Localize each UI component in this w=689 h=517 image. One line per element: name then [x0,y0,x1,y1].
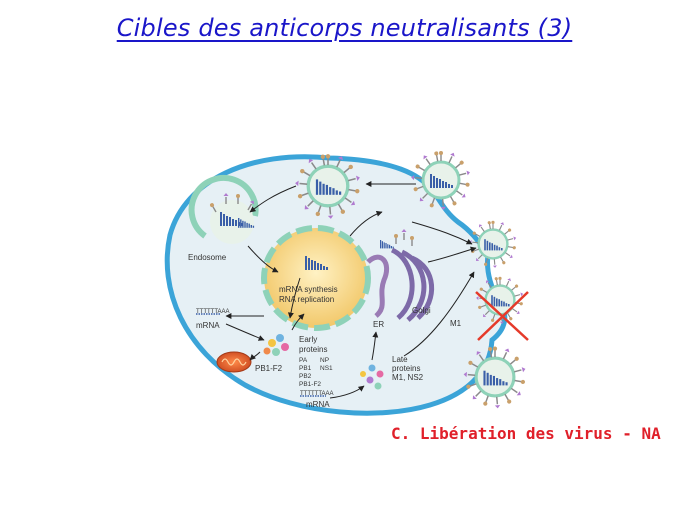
mrna-aaa-label-bottom: TTTTTTAAA [300,391,334,397]
nucleus [261,225,371,331]
nucleus-label-line1: mRNA synthesis [279,285,338,294]
mitochondrion-label: PB1-F2 [255,364,283,373]
endosome-label: Endosome [188,253,227,262]
er-label: ER [373,320,384,329]
mrna-label-left: mRNA [196,321,220,330]
protein-pb2: PB2 [299,373,312,380]
slide-caption: C. Libération des virus - NA [391,424,661,443]
pathway-arrows [225,181,477,399]
late-proteins-label-1: Late [392,355,408,364]
protein-pb1f2: PB1-F2 [299,381,321,388]
late-proteins-cluster [360,364,384,390]
endosome [188,174,259,244]
m1-label: M1 [450,319,462,328]
golgi-label: Golgi [412,306,431,315]
protein-pb1: PB1 [299,365,312,372]
early-proteins-label-2: proteins [299,345,327,354]
slide-title: Cibles des anticorps neutralisants (3) [116,14,573,42]
golgi-icon [380,228,434,322]
late-proteins-label-2: proteins [392,364,420,373]
mrna-label-bottom: mRNA [306,400,330,409]
nucleus-label-line2: RNA replication [279,295,334,304]
protein-np: NP [320,357,329,364]
mitochondrion-icon [216,351,252,373]
early-proteins-label-1: Early [299,335,317,344]
mrna-aaa-label-left: TTTTTTAAA [196,309,230,315]
ribosome-icon [263,334,289,356]
red-cross-icon [475,291,529,341]
late-proteins-label-3: M1, NS2 [392,373,424,382]
protein-pa: PA [299,357,308,364]
protein-ns1: NS1 [320,365,333,372]
endoplasmic-reticulum [366,254,390,318]
